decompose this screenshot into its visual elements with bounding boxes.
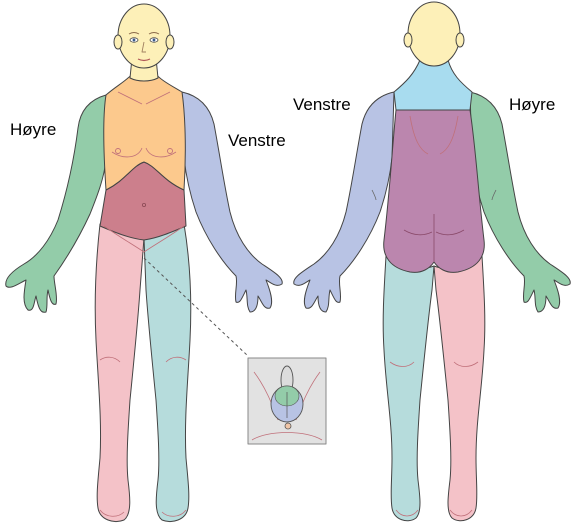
back-left-side-label: Venstre xyxy=(293,95,351,114)
back-right-leg-region xyxy=(433,255,486,522)
front-right-ear xyxy=(113,34,123,50)
back-head xyxy=(407,1,461,67)
back-left-leg-region xyxy=(382,255,435,522)
genital-inset xyxy=(247,357,327,445)
front-right-leg-region xyxy=(94,223,145,522)
back-left-ear xyxy=(403,32,413,48)
back-neck-region xyxy=(393,59,473,111)
front-left-arm-region xyxy=(181,91,283,313)
front-right-nipple xyxy=(115,148,121,154)
front-head xyxy=(117,3,171,69)
back-figure xyxy=(293,1,571,522)
back-right-side-label: Høyre xyxy=(509,95,556,114)
back-right-arm-region xyxy=(469,91,571,313)
back-right-ear xyxy=(455,32,465,48)
front-right-arm-region xyxy=(5,94,107,313)
front-navel xyxy=(141,202,146,207)
front-mouth xyxy=(137,58,151,62)
front-left-nipple xyxy=(167,148,173,154)
back-torso-region xyxy=(383,109,485,273)
back-left-arm-region xyxy=(293,91,395,313)
front-left-leg-region xyxy=(143,223,192,522)
front-left-ear xyxy=(165,34,175,50)
front-figure xyxy=(5,3,283,522)
front-left-side-label: Venstre xyxy=(228,131,286,150)
front-right-side-label: Høyre xyxy=(10,120,57,139)
inset-perineum-dot xyxy=(284,422,292,430)
